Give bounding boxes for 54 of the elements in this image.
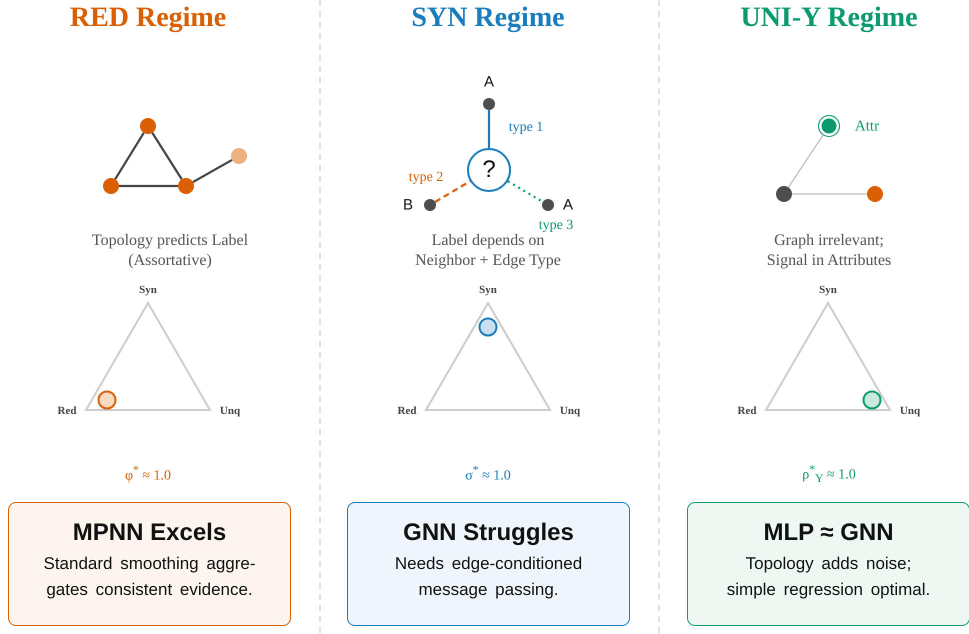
graph-edge — [151, 132, 183, 180]
panel-description: Topology predicts Label (Assortative) — [90, 231, 250, 271]
metric-value: σ$^{*}$ ≈ 1.0 — [465, 464, 511, 484]
graph-node — [776, 186, 792, 202]
card-heading: MLP ≈ GNN — [762, 519, 895, 547]
card-text: Standard smoothing aggre- gates consistent evidence. — [42, 553, 257, 601]
unknown-node-circle: ? — [467, 148, 511, 192]
axis-label: Red — [738, 405, 756, 417]
result-card — [8, 502, 291, 626]
graph-edge — [488, 110, 490, 148]
graph-edge — [119, 184, 178, 188]
graph-edge — [192, 158, 233, 184]
edge-label: type 1 — [506, 120, 546, 136]
node-label: A — [563, 196, 573, 214]
card-text: Needs edge-conditioned message passing. — [394, 553, 584, 601]
graph-node — [542, 199, 554, 211]
graph-edge — [788, 134, 824, 188]
card-heading: MPNN Excels — [72, 519, 228, 547]
graph-edge — [434, 180, 471, 203]
graph-node — [818, 115, 840, 137]
graph-node — [140, 118, 156, 134]
result-card — [347, 502, 630, 626]
panel-title: RED Regime — [70, 2, 226, 34]
node-label: B — [403, 196, 413, 214]
result-card — [687, 502, 969, 626]
axis-label: Unq — [560, 405, 580, 417]
axis-label: Unq — [220, 405, 240, 417]
graph-node — [424, 199, 436, 211]
axis-label: Syn — [819, 284, 837, 296]
panel-title: UNI-Y Regime — [740, 2, 918, 34]
card-heading: GNN Struggles — [402, 519, 575, 547]
edge-label: type 2 — [406, 170, 446, 186]
graph-node — [483, 98, 495, 110]
panel-title: SYN Regime — [411, 2, 565, 34]
axis-label: Syn — [479, 284, 497, 296]
axis-label: Syn — [139, 284, 157, 296]
graph-edge — [792, 193, 867, 195]
metric-value: ρ$^{*}$$_{Y}$ ≈ 1.0 — [802, 462, 856, 486]
edge-label: type 3 — [536, 218, 576, 234]
axis-label: Red — [398, 405, 416, 417]
panel-description: Label depends on Neighbor + Edge Type — [414, 232, 562, 271]
graph-edge — [507, 180, 544, 203]
axis-label: Red — [58, 405, 76, 417]
node-label: Attr — [854, 118, 880, 136]
graph-edge — [114, 132, 145, 180]
metric-value: φ$^{*}$ ≈ 1.0 — [124, 464, 172, 484]
graph-node — [231, 148, 247, 164]
graph-node — [178, 178, 194, 194]
panel-description: Graph irrelevant; Signal in Attributes — [766, 231, 892, 271]
graph-node — [867, 186, 883, 202]
card-text: Topology adds noise; simple regression optimal. — [726, 553, 932, 601]
axis-label: Unq — [900, 405, 920, 417]
graph-node — [103, 178, 119, 194]
node-label: A — [484, 74, 494, 90]
